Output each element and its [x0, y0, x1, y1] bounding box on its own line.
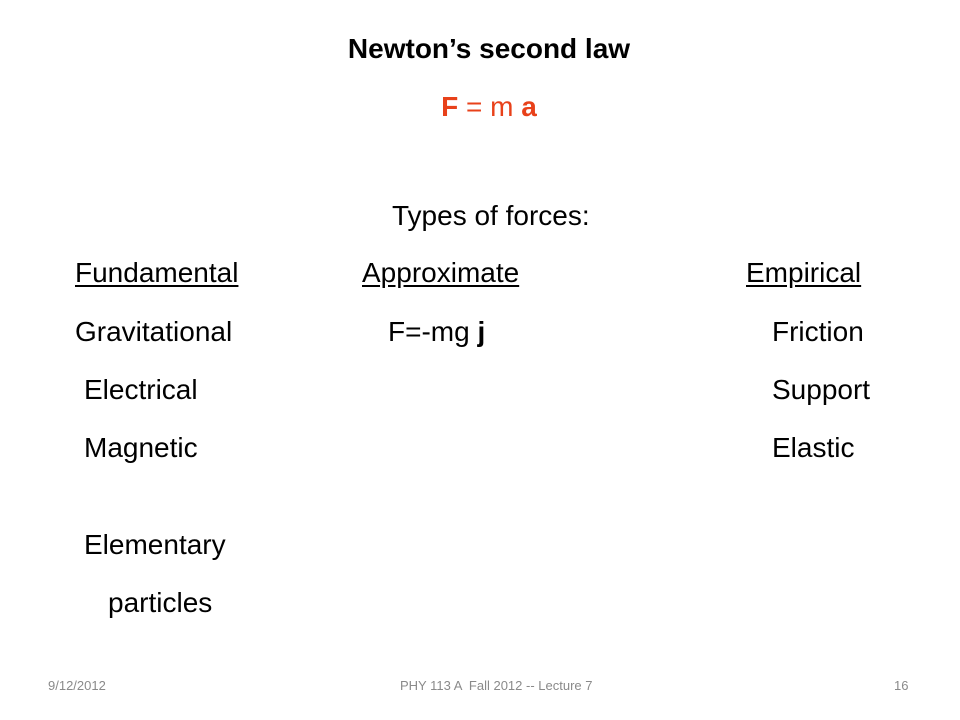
equation-acceleration: a — [521, 91, 537, 122]
approximate-formula-text: F=-mg — [388, 316, 478, 347]
slide-title: Newton’s second law — [347, 33, 631, 64]
fundamental-item: Electrical — [84, 374, 198, 405]
heading-empirical: Empirical — [746, 257, 862, 288]
heading-fundamental: Fundamental — [75, 257, 239, 288]
fundamental-item: Magnetic — [84, 432, 198, 463]
footer-date: 9/12/2012 — [48, 678, 106, 693]
page-number: 16 — [894, 678, 909, 693]
empirical-item: Friction — [772, 316, 864, 347]
equation-mass: = m — [458, 91, 522, 122]
unit-vector-j: j — [477, 316, 486, 347]
subtitle: Types of forces: — [392, 200, 590, 231]
footer-course: PHY 113 A Fall 2012 -- Lecture 7 — [400, 678, 593, 693]
fundamental-item: Gravitational — [75, 316, 233, 347]
empirical-item: Elastic — [772, 432, 855, 463]
approximate-formula: F=-mg j — [388, 316, 485, 348]
equation-force: F — [441, 91, 459, 122]
heading-approximate: Approximate — [362, 257, 520, 288]
empirical-item: Support — [772, 374, 871, 405]
equation: F = m a — [0, 91, 960, 123]
fundamental-extra: particles — [108, 587, 213, 618]
fundamental-extra: Elementary — [84, 529, 226, 560]
